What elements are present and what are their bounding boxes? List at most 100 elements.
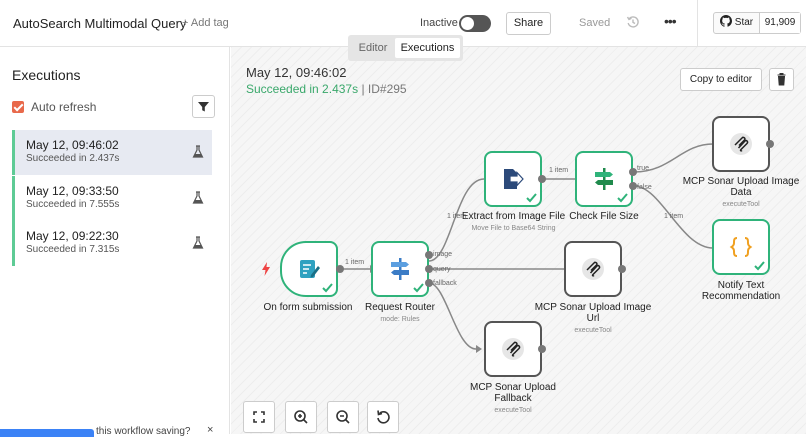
copy-to-editor-button[interactable]: Copy to editor (680, 68, 762, 91)
fit-view-button[interactable] (243, 401, 275, 433)
node-subtitle: Move File to Base64 String (471, 225, 556, 232)
execution-status: Succeeded in 7.555s (26, 199, 120, 210)
success-check-icon (322, 283, 333, 293)
toast-bar[interactable] (0, 429, 94, 437)
output-port-query[interactable] (425, 265, 433, 273)
node-label: MCP Sonar Upload Image Url (534, 302, 652, 324)
edge-label: 1 item (549, 167, 569, 174)
delete-execution-button[interactable] (769, 68, 794, 91)
zoom-in-icon (294, 410, 308, 424)
edge-label: 1 item (447, 213, 467, 220)
execution-item[interactable]: May 12, 09:46:02 Succeeded in 2.437s (12, 130, 212, 175)
reset-zoom-button[interactable] (367, 401, 399, 433)
output-port[interactable] (538, 175, 546, 183)
toast-text: this workflow saving? (96, 426, 191, 437)
share-button[interactable]: Share (506, 12, 551, 35)
run-id: ID#295 (367, 82, 407, 96)
execution-time: May 12, 09:46:02 (26, 138, 119, 152)
tab-executions[interactable]: Executions (395, 38, 460, 58)
filter-icon (198, 102, 209, 112)
connection-lines (342, 140, 719, 353)
execution-item[interactable]: May 12, 09:22:30 Succeeded in 7.315s (12, 221, 212, 266)
mcp-tool-icon (502, 338, 524, 360)
fit-view-icon (253, 411, 265, 423)
node-notify-text-recommendation[interactable] (712, 219, 770, 275)
zoom-out-button[interactable] (327, 401, 359, 433)
history-icon[interactable] (626, 15, 640, 29)
header-divider (697, 0, 698, 47)
output-label-false: false (637, 184, 652, 191)
success-check-icon (526, 193, 537, 203)
node-request-router[interactable] (371, 241, 429, 297)
output-port-fallback[interactable] (425, 279, 433, 287)
output-label-fallback: fallback (433, 280, 457, 287)
node-label: MCP Sonar Upload Fallback (470, 382, 556, 404)
node-mcp-sonar-upload-image-url[interactable] (564, 241, 622, 297)
flask-icon[interactable] (192, 145, 204, 159)
output-label-query: query (433, 266, 451, 273)
node-label: Check File Size (569, 211, 639, 222)
success-check-icon (413, 283, 424, 293)
zoom-out-icon (336, 410, 350, 424)
edge-label: 1 item (664, 213, 684, 220)
run-time: May 12, 09:46:02 (246, 65, 347, 80)
tab-editor[interactable]: Editor (358, 42, 388, 54)
auto-refresh-checkbox[interactable] (12, 101, 24, 113)
workflow-canvas[interactable]: May 12, 09:46:02 Succeeded in 2.437s | I… (231, 47, 806, 434)
toggle-knob (461, 17, 474, 30)
success-check-icon (617, 193, 628, 203)
code-braces-icon (729, 237, 753, 257)
run-status-text: Succeeded in 2.437s (246, 82, 359, 96)
github-icon (720, 15, 732, 27)
node-label: Request Router (364, 302, 436, 313)
mcp-tool-icon (730, 133, 752, 155)
star-label: Star (734, 17, 754, 28)
node-label: On form submission (263, 302, 353, 313)
output-port[interactable] (336, 265, 344, 273)
active-toggle[interactable] (459, 15, 491, 32)
mode-switcher: Editor Executions (348, 35, 463, 61)
undo-icon (377, 410, 390, 424)
node-extract-from-image-file[interactable] (484, 151, 542, 207)
node-check-file-size[interactable] (575, 151, 633, 207)
run-separator: | (361, 82, 365, 96)
flask-icon[interactable] (192, 236, 204, 250)
zoom-in-button[interactable] (285, 401, 317, 433)
node-on-form-submission[interactable] (280, 241, 338, 297)
node-subtitle: executeTool (574, 327, 612, 334)
output-label-image: image (433, 251, 453, 258)
execution-status: Succeeded in 7.315s (26, 244, 120, 255)
workflow-title[interactable]: AutoSearch Multimodal Query (13, 16, 187, 31)
add-tag-button[interactable]: + Add tag (182, 17, 229, 29)
filter-button[interactable] (192, 95, 215, 118)
output-port[interactable] (618, 265, 626, 273)
form-icon (300, 260, 320, 278)
active-status-label: Inactive (420, 17, 458, 29)
node-label: MCP Sonar Upload Image Data (682, 176, 800, 198)
executions-sidebar: Executions Auto refresh May 12, 09:46:02… (0, 47, 230, 434)
router-icon (595, 168, 613, 190)
output-port-false[interactable] (629, 182, 637, 190)
toast-close-icon[interactable]: × (207, 424, 214, 436)
output-port[interactable] (538, 345, 546, 353)
node-subtitle: executeTool (494, 407, 532, 414)
star-count: 91,909 (760, 13, 800, 33)
trash-icon (777, 73, 786, 86)
success-check-icon (754, 261, 765, 271)
execution-time: May 12, 09:33:50 (26, 184, 119, 198)
output-port-image[interactable] (425, 251, 433, 259)
execution-item[interactable]: May 12, 09:33:50 Succeeded in 7.555s (12, 176, 212, 221)
more-options-icon[interactable]: ••• (664, 13, 677, 29)
node-mcp-sonar-upload-fallback[interactable] (484, 321, 542, 377)
github-star-button[interactable]: Star 91,909 (713, 12, 801, 34)
extract-file-icon (504, 169, 524, 189)
flask-icon[interactable] (192, 191, 204, 205)
output-port[interactable] (766, 140, 774, 148)
node-mcp-sonar-upload-image-data[interactable] (712, 116, 770, 172)
trigger-bolt-icon (262, 262, 270, 276)
star-label-box: Star (714, 13, 760, 33)
auto-refresh-label[interactable]: Auto refresh (31, 100, 97, 114)
node-subtitle: executeTool (722, 201, 760, 208)
output-label-true: true (637, 165, 650, 172)
output-port-true[interactable] (629, 168, 637, 176)
